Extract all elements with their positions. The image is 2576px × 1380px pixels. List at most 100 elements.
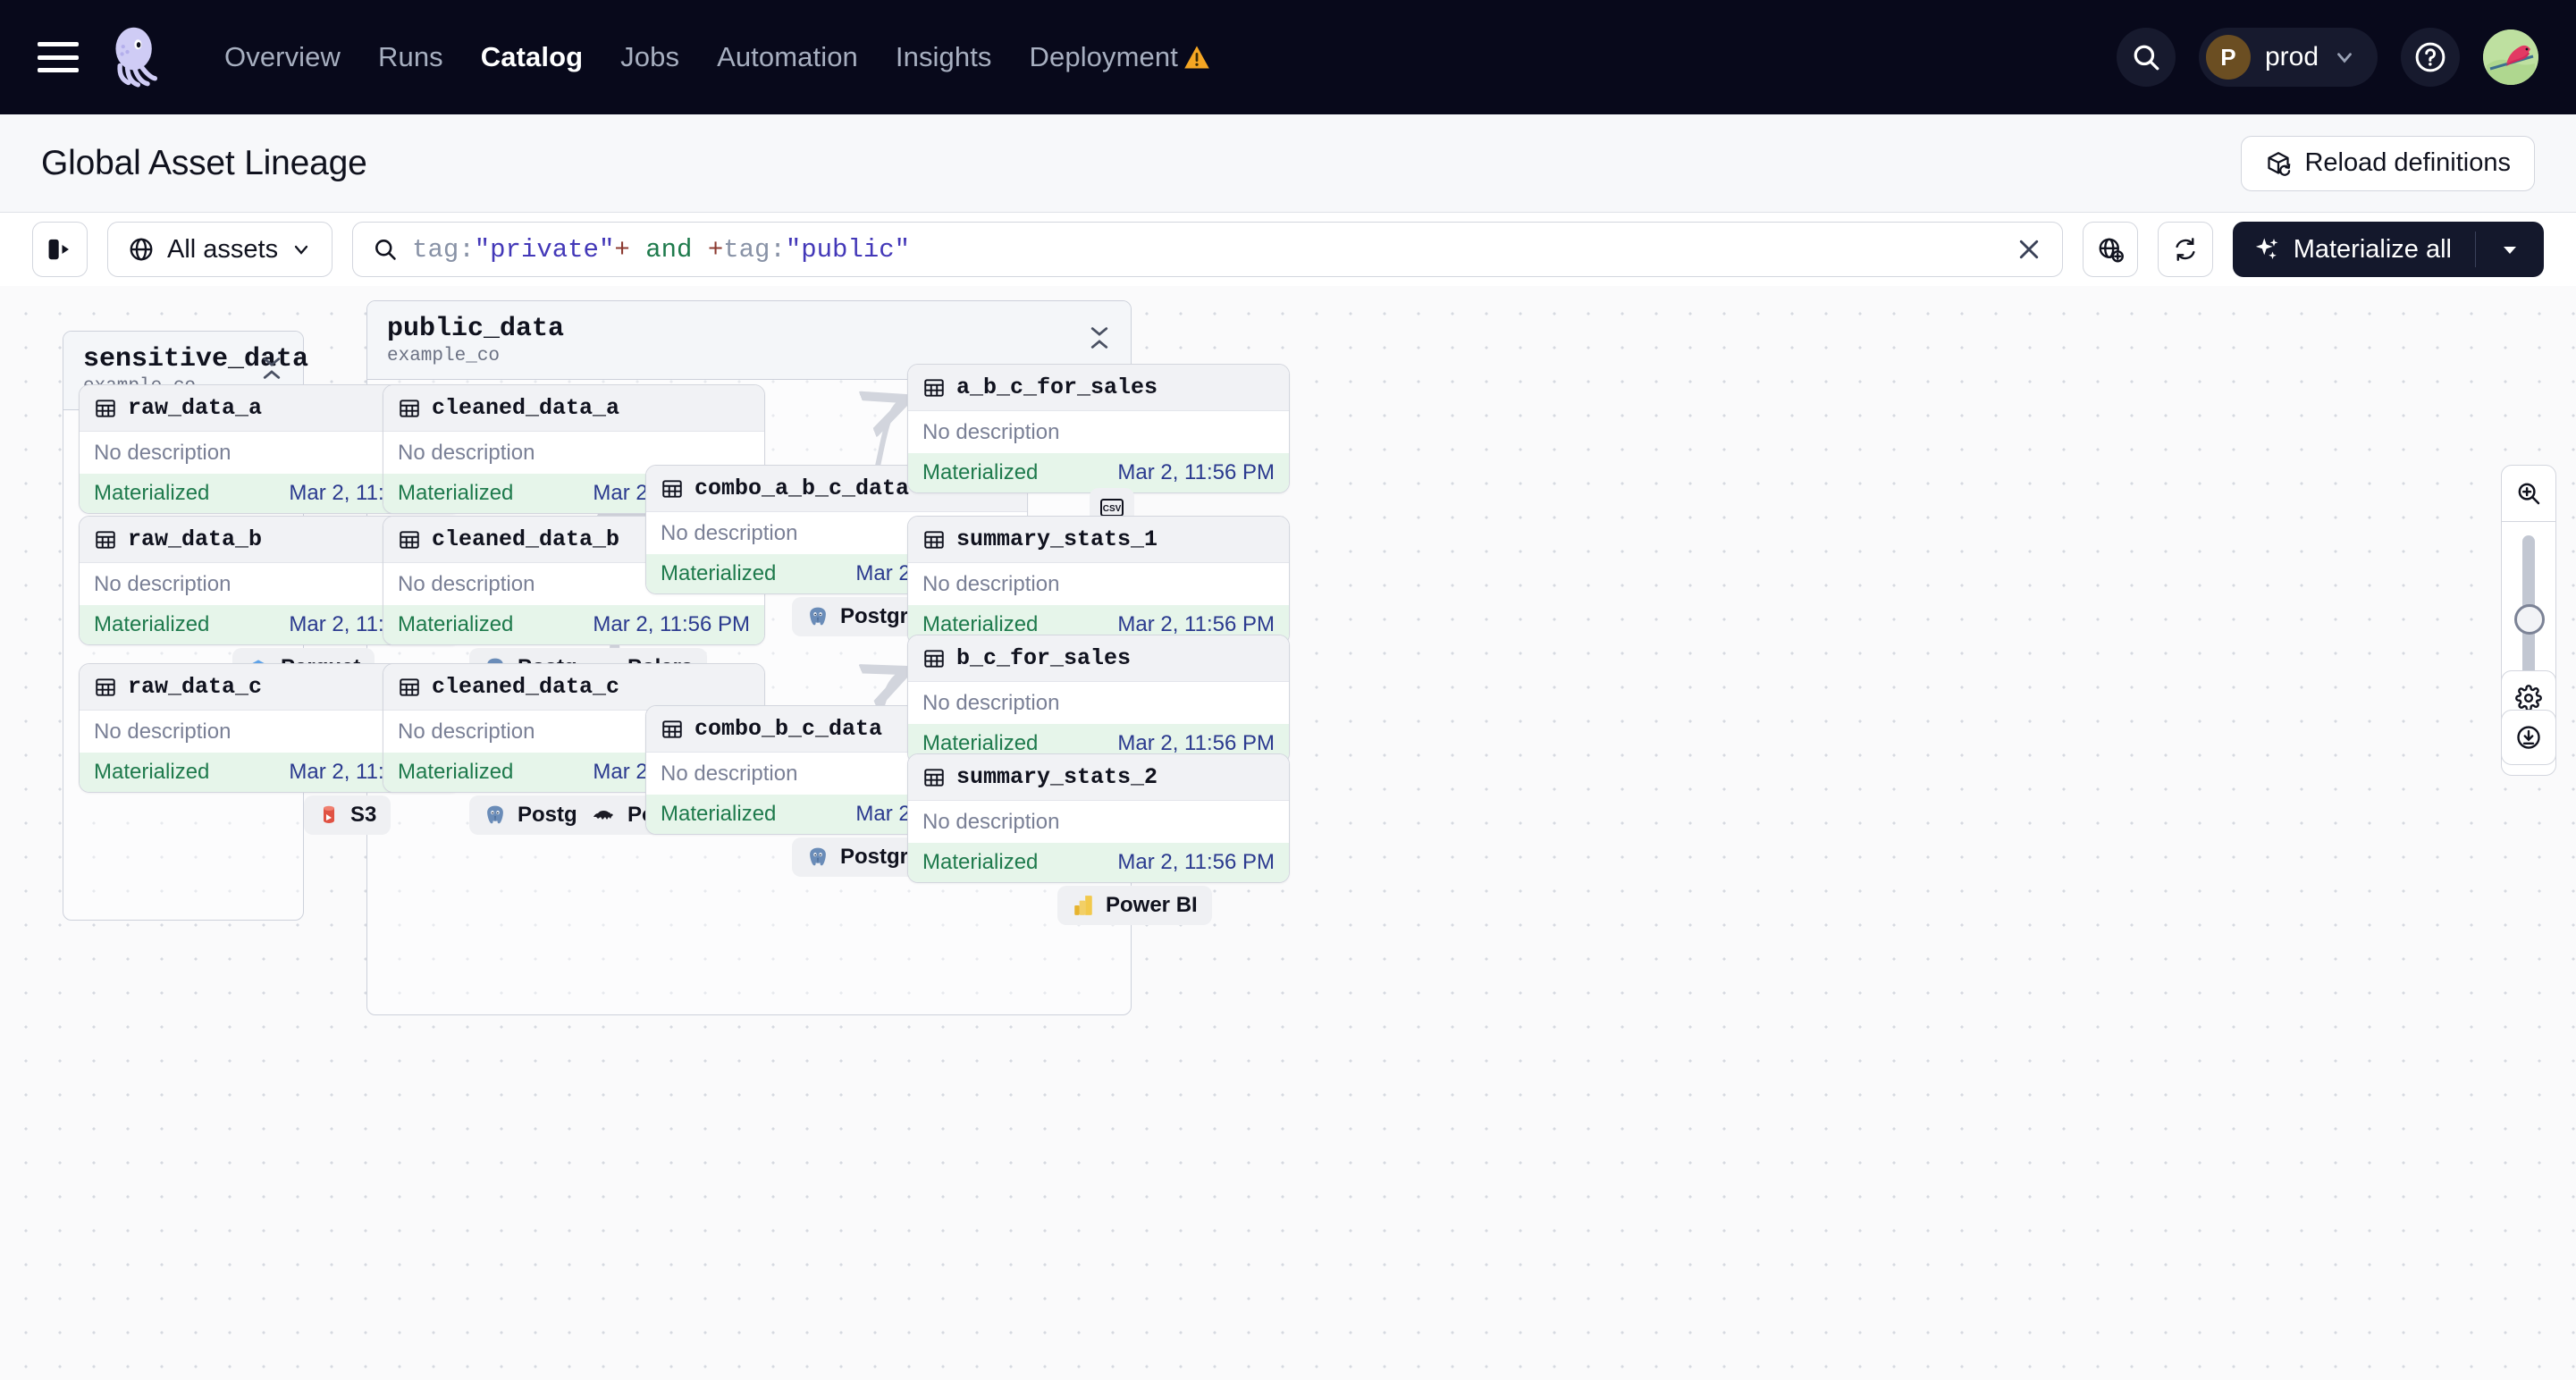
lineage-canvas[interactable]: sensitive_data example_co public_data ex… <box>0 286 2576 1380</box>
asset-node-status: Materialized Mar 2, 11:56 PM <box>908 843 1289 882</box>
svg-text:CSV: CSV <box>1103 504 1122 514</box>
asset-node-timestamp: Mar 2, 11:56 PM <box>1117 731 1275 755</box>
asset-tag-power-bi[interactable]: Power BI <box>1057 886 1212 925</box>
asset-node-description: No description <box>398 571 535 596</box>
asset-node-b-c-for-sales[interactable]: b_c_for_sales No description Materialize… <box>907 635 1290 764</box>
asset-node-status: Materialized Mar 2, 11:56 PM <box>383 605 764 644</box>
nav-links: Overview Runs Catalog Jobs Automation In… <box>206 41 1229 73</box>
postgres-icon <box>487 805 503 824</box>
postgres-icon <box>810 847 826 866</box>
materialize-all-button[interactable]: Materialize all <box>2232 222 2544 277</box>
asset-tag-label: S3 <box>350 803 377 827</box>
csv-icon: CSV <box>1100 499 1124 517</box>
table-icon <box>96 399 115 417</box>
table-icon <box>924 530 944 549</box>
asset-node-description: No description <box>94 440 232 465</box>
asset-node-summary-stats-1[interactable]: summary_stats_1 No description Materiali… <box>907 516 1290 645</box>
asset-node-name: summary_stats_2 <box>956 764 1158 790</box>
powerbi-icon <box>1074 896 1092 915</box>
panel-expand-icon[interactable] <box>32 222 88 277</box>
asset-node-description: No description <box>922 571 1060 596</box>
asset-node-status-label: Materialized <box>398 760 514 784</box>
collapse-icon[interactable] <box>1086 324 1113 355</box>
materialize-all-label: Materialize all <box>2293 234 2452 264</box>
reload-definitions-button[interactable]: Reload definitions <box>2241 135 2535 191</box>
table-icon <box>400 530 419 549</box>
download-graph-button[interactable] <box>2501 710 2556 765</box>
asset-node-a-b-c-for-sales[interactable]: a_b_c_for_sales No description Materiali… <box>907 364 1290 493</box>
asset-scope-label: All assets <box>167 234 279 264</box>
clear-search-icon[interactable] <box>2016 236 2042 263</box>
help-icon[interactable] <box>2401 28 2460 87</box>
reload-definitions-label: Reload definitions <box>2304 148 2511 177</box>
materialize-dropdown-toggle[interactable] <box>2476 239 2544 260</box>
polars-icon <box>593 811 613 820</box>
divider <box>2502 521 2555 522</box>
asset-tag-s3[interactable]: S3 <box>304 795 391 835</box>
globe-plus-icon[interactable] <box>2082 222 2138 277</box>
table-icon <box>400 677 419 696</box>
asset-node-status-label: Materialized <box>94 760 210 784</box>
search-icon[interactable] <box>2116 28 2176 87</box>
table-icon <box>924 768 944 787</box>
gear-icon <box>2515 685 2542 711</box>
asset-node-description: No description <box>661 761 798 786</box>
hamburger-icon[interactable] <box>38 42 79 72</box>
zoom-slider[interactable] <box>2502 522 2555 719</box>
asset-node-status-label: Materialized <box>661 561 777 585</box>
deployment-selector[interactable]: P prod <box>2198 28 2378 87</box>
refresh-icon[interactable] <box>2157 222 2213 277</box>
asset-node-name: b_c_for_sales <box>956 645 1132 671</box>
asset-node-name: cleaned_data_c <box>432 674 620 700</box>
nav-link-overview[interactable]: Overview <box>224 41 341 72</box>
asset-node-name: cleaned_data_b <box>432 526 620 552</box>
sparkle-icon <box>2255 238 2278 259</box>
table-icon <box>96 530 115 549</box>
asset-node-header: b_c_for_sales <box>908 635 1289 682</box>
zoom-in-icon[interactable] <box>2502 466 2555 521</box>
asset-node-name: raw_data_a <box>128 395 263 421</box>
asset-tag-label: Power BI <box>1106 893 1198 917</box>
asset-node-timestamp: Mar 2, 11:56 PM <box>593 612 750 636</box>
zoom-slider-thumb[interactable] <box>2514 604 2545 635</box>
globe-icon <box>130 238 153 261</box>
asset-group-subtitle: example_co <box>387 346 501 366</box>
collapse-icon[interactable] <box>258 355 285 385</box>
nav-link-jobs[interactable]: Jobs <box>620 41 680 72</box>
table-icon <box>662 479 682 498</box>
lineage-toolbar: All assets tag:"private"+ and +tag:"publ… <box>0 213 2576 286</box>
nav-link-insights[interactable]: Insights <box>895 41 992 72</box>
asset-node-status-label: Materialized <box>922 612 1039 636</box>
asset-node-timestamp: Mar 2, 11:56 PM <box>1117 612 1275 636</box>
page-header: Global Asset Lineage Reload definitions <box>0 114 2576 213</box>
materialize-divider <box>2475 231 2476 267</box>
asset-node-header: summary_stats_1 <box>908 517 1289 563</box>
asset-search-input[interactable]: tag:"private"+ and +tag:"public" <box>352 222 2063 277</box>
asset-node-header: a_b_c_for_sales <box>908 365 1289 411</box>
asset-node-description: No description <box>661 520 798 545</box>
nav-link-automation[interactable]: Automation <box>717 41 858 72</box>
postgres-icon <box>810 607 826 626</box>
asset-node-status-label: Materialized <box>922 731 1039 755</box>
search-query-text: tag:"private"+ and +tag:"public" <box>412 234 911 265</box>
asset-node-name: combo_a_b_c_data <box>695 475 910 501</box>
s3-icon <box>324 805 334 823</box>
nav-link-deployment[interactable]: Deployment <box>1011 41 1229 73</box>
dagster-logo[interactable] <box>102 23 170 91</box>
asset-node-header: cleaned_data_a <box>383 385 764 432</box>
deployment-name: prod <box>2264 42 2319 72</box>
asset-node-name: combo_b_c_data <box>695 716 883 742</box>
nav-link-runs[interactable]: Runs <box>378 41 443 72</box>
nav-link-catalog[interactable]: Catalog <box>480 41 584 72</box>
asset-node-name: cleaned_data_a <box>432 395 620 421</box>
caret-down-icon <box>2504 247 2516 254</box>
asset-node-summary-stats-2[interactable]: summary_stats_2 No description Materiali… <box>907 753 1290 883</box>
asset-node-description: No description <box>922 419 1060 444</box>
asset-node-description: No description <box>398 719 535 744</box>
user-avatar[interactable] <box>2483 29 2538 85</box>
asset-group-title: sensitive_data <box>83 344 309 374</box>
asset-node-status-label: Materialized <box>94 481 210 505</box>
asset-scope-selector[interactable]: All assets <box>107 222 333 277</box>
asset-node-timestamp: Mar 2, 11:56 PM <box>1117 460 1275 484</box>
asset-node-description: No description <box>398 440 535 465</box>
